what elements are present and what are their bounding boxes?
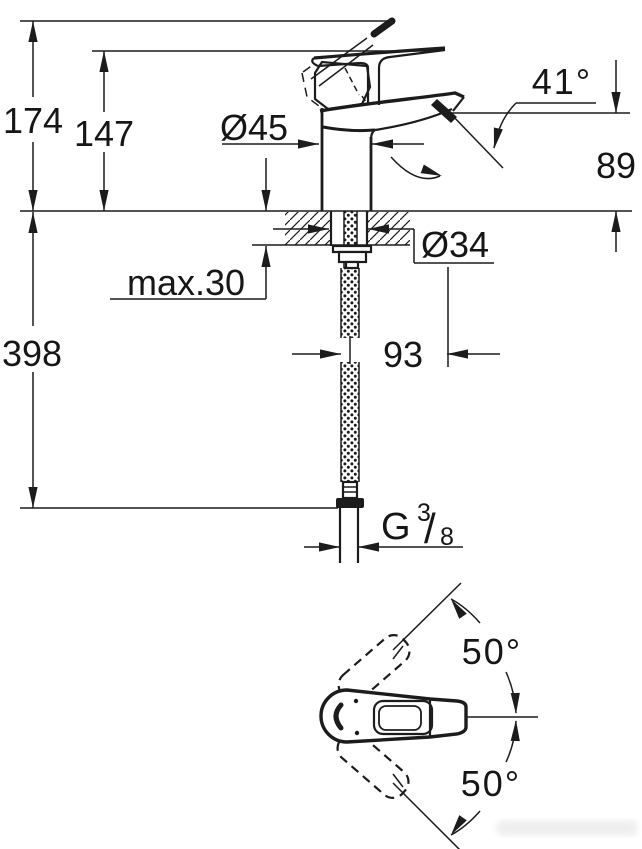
thread-slash: / xyxy=(424,505,436,552)
mounting-nut xyxy=(337,250,368,264)
mounting-assembly xyxy=(285,211,410,270)
thread-prefix: G xyxy=(381,506,411,548)
dimension-lines xyxy=(28,21,621,552)
aerator-top-view xyxy=(333,702,344,731)
label-lever-tip-height: 147 xyxy=(74,113,134,154)
deck-hatch-right xyxy=(367,212,410,245)
watermark xyxy=(496,820,638,836)
handle-swung-up-dashed xyxy=(337,634,411,702)
side-view-drawing: 174 147 Ø45 41° 89 Ø34 max.30 398 93 G 3… xyxy=(2,17,636,563)
label-shank-diameter: Ø34 xyxy=(421,224,489,265)
nut-step xyxy=(344,260,360,270)
label-swing-down-angle: 50° xyxy=(461,763,521,804)
label-body-diameter: Ø45 xyxy=(220,107,288,148)
label-thread-size: G 3 / 8 xyxy=(381,499,454,552)
hose-ferrule xyxy=(341,480,359,500)
supply-hose xyxy=(336,268,364,563)
thread-denominator: 8 xyxy=(440,523,454,551)
handle-swung-down-dashed xyxy=(336,731,410,799)
label-lever-open-angle: 41° xyxy=(532,61,592,102)
label-spout-reach: 93 xyxy=(383,334,423,375)
faucet-side-profile xyxy=(301,17,465,211)
top-view-drawing: 50° 50° xyxy=(319,582,538,849)
lever-raised xyxy=(301,17,396,107)
label-swing-up-angle: 50° xyxy=(462,631,522,672)
label-total-height: 174 xyxy=(3,100,63,141)
aerator xyxy=(431,99,457,123)
deck-hatch-left xyxy=(285,212,331,245)
lever-closed xyxy=(311,46,446,105)
swing-angle-dimensions xyxy=(392,582,538,849)
reference-lines xyxy=(20,20,632,509)
hose-nut xyxy=(336,498,364,508)
label-spout-outlet-height: 89 xyxy=(596,145,636,186)
handle-top-view xyxy=(319,688,468,744)
thread-numerator: 3 xyxy=(417,499,431,527)
label-hose-length: 398 xyxy=(2,333,62,374)
label-max-mounting-thickness: max.30 xyxy=(127,262,245,303)
